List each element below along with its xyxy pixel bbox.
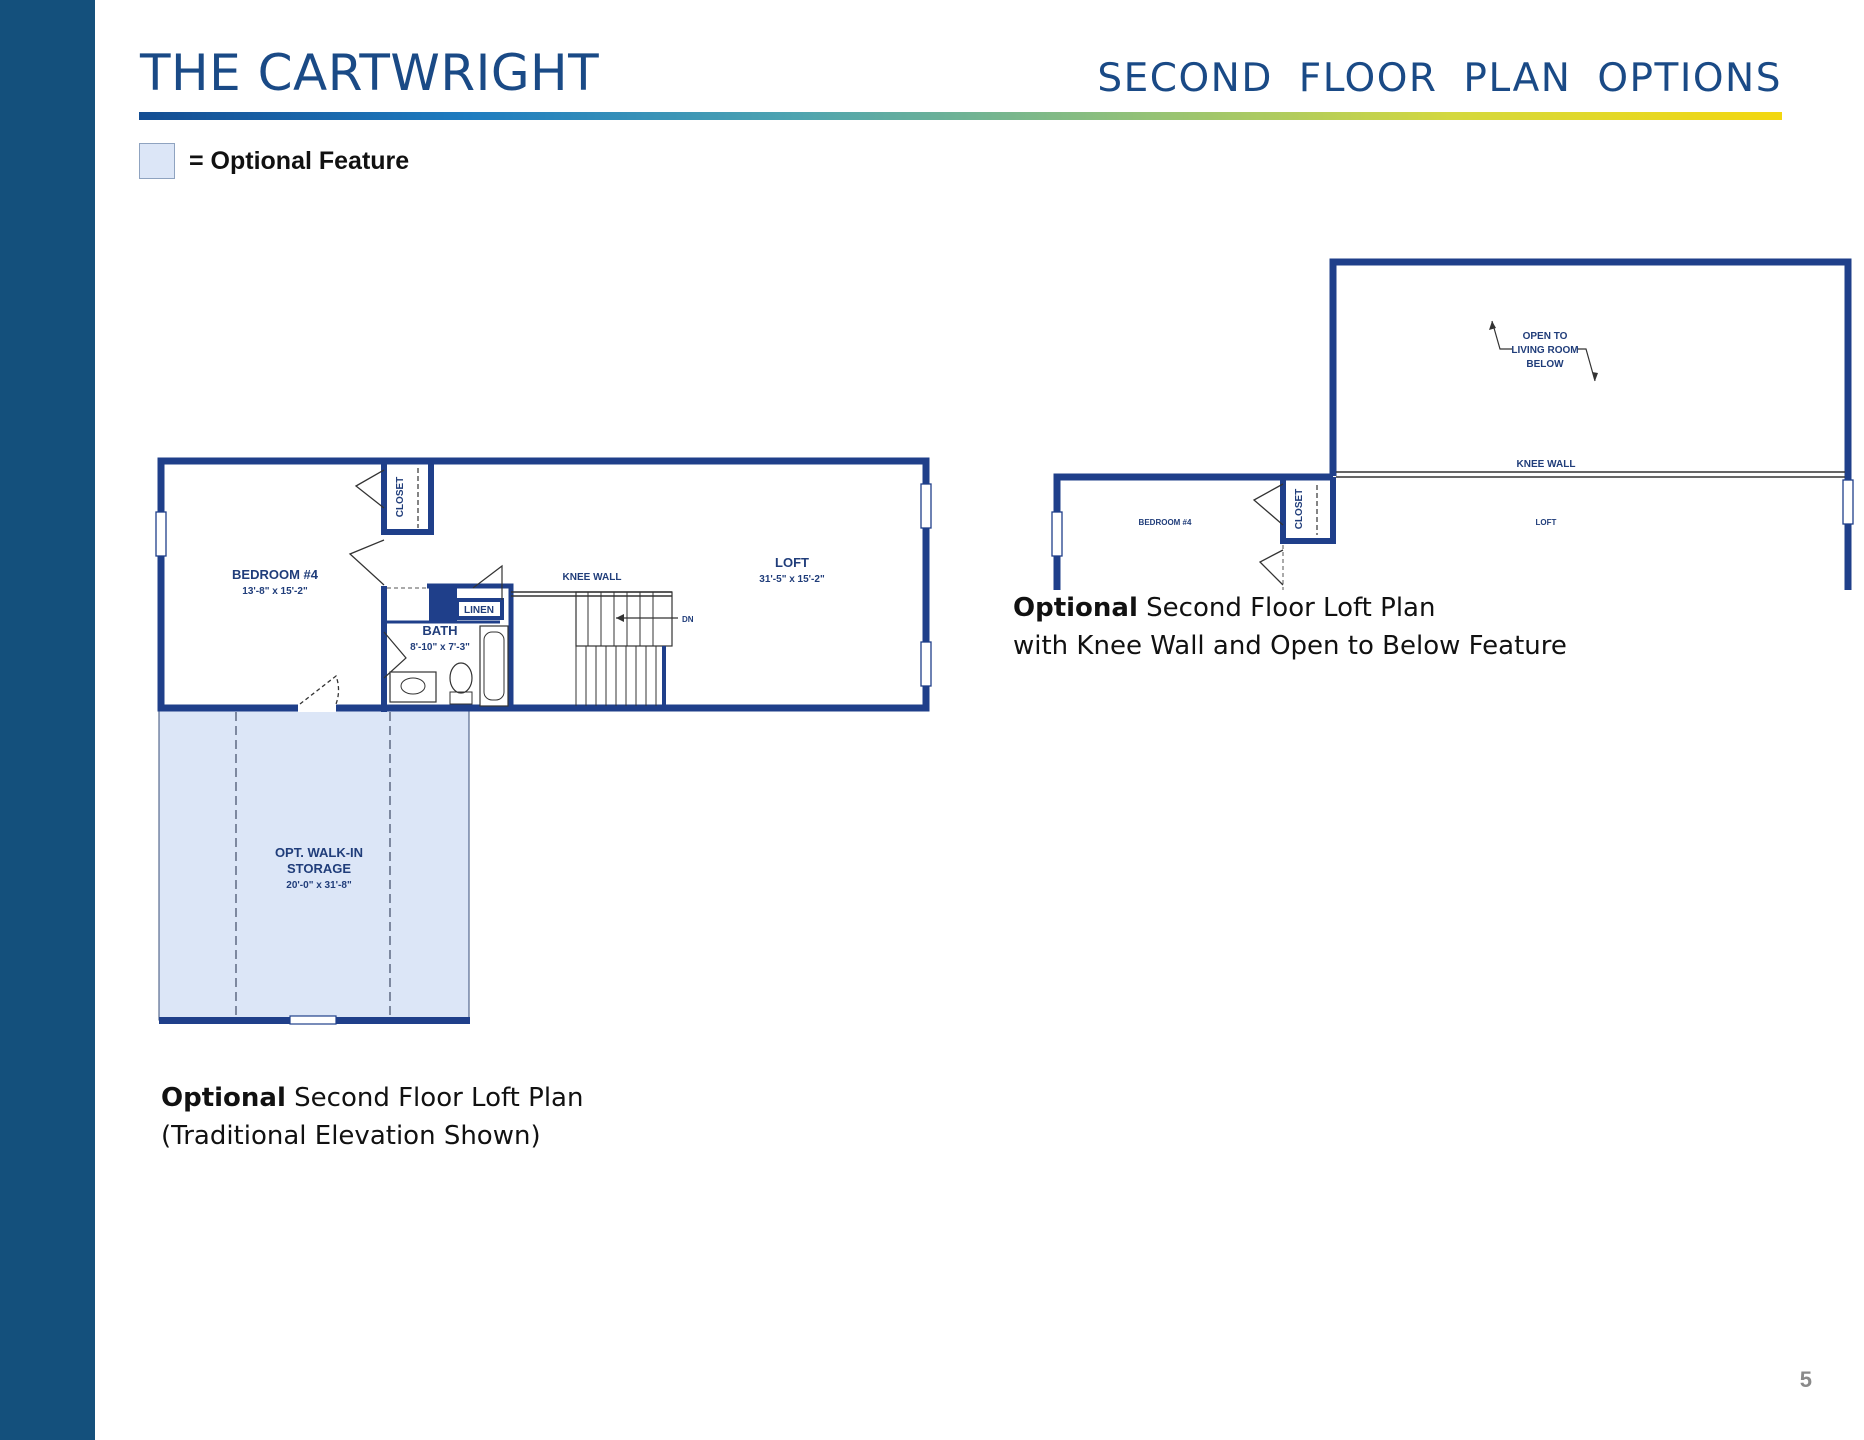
floor-plan-loft-drawing: BEDROOM #4 13'-8" x 15'-2" CLOSET LINEN … <box>155 457 932 1025</box>
gradient-rule <box>139 112 1782 120</box>
bedroom-label: BEDROOM #4 <box>232 567 319 582</box>
exterior-wall <box>157 457 930 712</box>
section-title: SECOND FLOOR PLAN OPTIONS <box>1097 56 1782 101</box>
linen-closet <box>455 598 504 620</box>
caption-emphasis: Optional <box>161 1083 286 1113</box>
closet-label: CLOSET <box>1294 489 1305 530</box>
linen-door-swing <box>472 564 503 600</box>
knee-wall-label: KNEE WALL <box>563 572 622 583</box>
bath-chase <box>429 588 457 622</box>
storage-window <box>289 1015 337 1025</box>
stair-treads <box>575 592 657 706</box>
caption-text: Second Floor Loft Plan <box>285 1083 584 1113</box>
storage-door-gap <box>298 704 336 712</box>
sink <box>400 677 426 695</box>
window <box>1051 511 1063 557</box>
bathtub <box>479 625 509 707</box>
legend-label: = Optional Feature <box>189 146 410 175</box>
closet-door-swing <box>354 469 385 509</box>
bedroom-door-swing <box>348 539 385 586</box>
knee-wall-label: KNEE WALL <box>1517 459 1576 470</box>
open-to-below-arrow-head <box>1592 372 1598 381</box>
storage-area <box>158 707 470 1021</box>
plan-b-caption: Optional Second Floor Loft Plan with Kne… <box>1013 589 1567 665</box>
page-number: 5 <box>1799 1367 1812 1392</box>
linen-label: LINEN <box>464 605 494 616</box>
closet-wall <box>381 461 434 535</box>
exterior-wall <box>1053 473 1333 590</box>
caption-emphasis: Optional <box>1013 593 1138 623</box>
door-swing <box>299 674 340 705</box>
toilet-tank <box>449 691 473 705</box>
open-to-below-arrow <box>1491 320 1512 350</box>
caption-text: with Knee Wall and Open to Below Feature <box>1013 631 1567 661</box>
window <box>1842 479 1854 525</box>
caption-text: Second Floor Loft Plan <box>1137 593 1436 623</box>
exterior-wall <box>1329 258 1852 590</box>
bedroom-door-swing <box>1258 549 1284 586</box>
closet-door-swing <box>1252 483 1284 526</box>
plan-title: THE CARTWRIGHT <box>140 44 600 102</box>
open-to-below-label: LIVING ROOM <box>1511 345 1578 356</box>
legend: = Optional Feature <box>139 143 409 179</box>
floor-plan-loft: BEDROOM #4 13'-8" x 15'-2" CLOSET LINEN … <box>150 450 950 1040</box>
loft-label: LOFT <box>1536 518 1557 527</box>
storage-label: OPT. WALK-IN <box>275 845 363 860</box>
storage-dims: 20'-0" x 31'-8" <box>286 880 352 891</box>
vanity <box>389 671 437 703</box>
toilet-bowl <box>449 662 473 694</box>
window <box>920 483 932 529</box>
bathtub-inner <box>483 631 505 701</box>
window <box>155 511 167 557</box>
loft-label: LOFT <box>775 555 809 570</box>
floor-plan-open-to-below-drawing: OPEN TO LIVING ROOM BELOW KNEE WALL BEDR… <box>1051 258 1854 590</box>
legend-swatch <box>139 143 175 179</box>
bedroom-dims: 13'-8" x 15'-2" <box>242 586 308 597</box>
closet-wall <box>1280 477 1336 544</box>
bath-door-swing <box>383 631 407 679</box>
bath-dims: 8'-10" x 7'-3" <box>410 642 470 653</box>
stair-landing <box>575 591 673 647</box>
open-to-below-label: BELOW <box>1526 359 1564 370</box>
stairs-down-label: DN <box>682 615 694 624</box>
bath-label: BATH <box>422 623 457 638</box>
bedroom-label: BEDROOM #4 <box>1139 518 1192 527</box>
side-bar <box>0 0 95 1440</box>
window <box>920 641 932 687</box>
floor-plan-open-to-below: OPEN TO LIVING ROOM BELOW KNEE WALL BEDR… <box>1040 250 1860 600</box>
storage-label: STORAGE <box>287 861 351 876</box>
open-to-below-arrow <box>1577 348 1596 382</box>
caption-text: (Traditional Elevation Shown) <box>161 1121 541 1151</box>
open-to-below-arrow-head <box>1489 321 1496 330</box>
stair-arrow-head <box>616 614 624 622</box>
plan-a-caption: Optional Second Floor Loft Plan (Traditi… <box>161 1079 583 1155</box>
loft-dims: 31'-5" x 15'-2" <box>759 574 825 585</box>
closet-label: CLOSET <box>395 477 406 518</box>
open-to-below-label: OPEN TO <box>1523 331 1568 342</box>
